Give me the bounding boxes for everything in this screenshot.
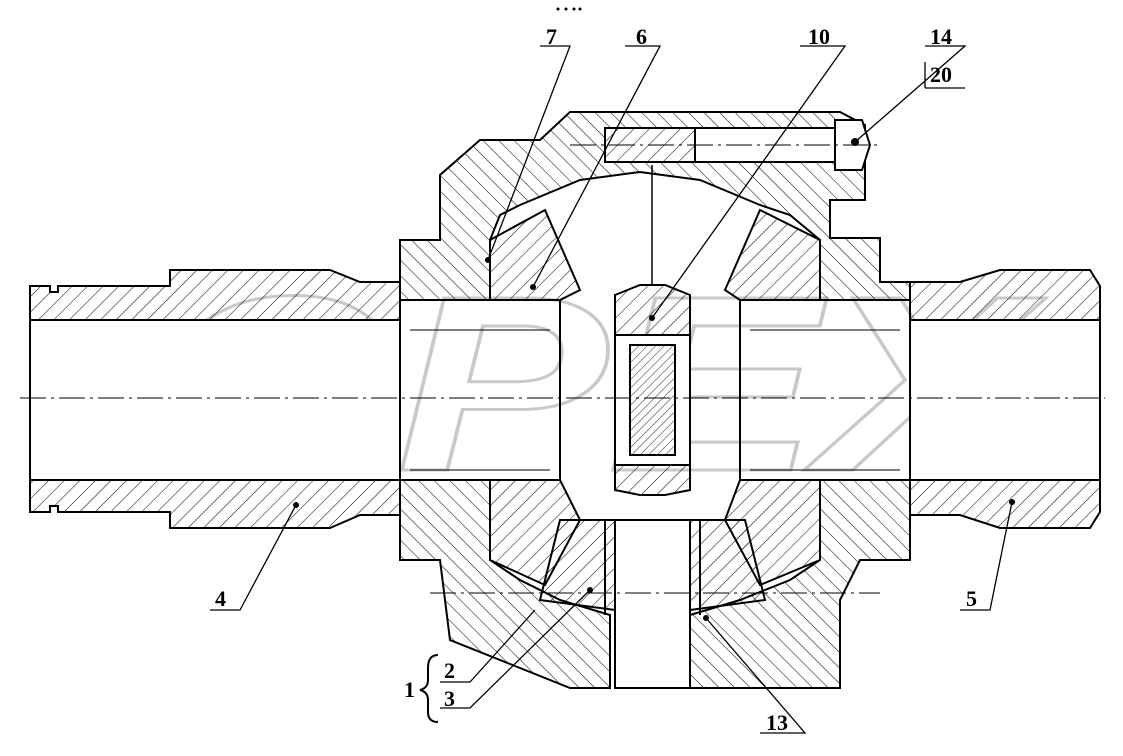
callout-13: 13 — [766, 710, 788, 735]
leader-dots — [293, 257, 1015, 621]
leader-lines — [210, 45, 1013, 734]
inner-bore — [399, 299, 911, 481]
right-axle-shaft — [909, 269, 1101, 529]
callout-20: 20 — [930, 62, 952, 87]
header-mark — [556, 7, 582, 11]
callout-1: 1 — [404, 677, 415, 702]
callout-2: 2 — [444, 658, 455, 683]
callout-7: 7 — [546, 24, 557, 49]
callout-10: 10 — [808, 24, 830, 49]
callout-6: 6 — [636, 24, 647, 49]
differential-case-lower — [399, 479, 911, 689]
left-axle-shaft — [29, 269, 401, 529]
pinion-gears — [538, 519, 767, 689]
callout-14: 14 — [930, 24, 952, 49]
spider-shaft — [614, 165, 691, 496]
callout-3: 3 — [444, 686, 455, 711]
callout-labels: 7 6 10 14 20 4 5 1 2 3 13 — [215, 24, 977, 735]
group-brace — [419, 654, 439, 723]
callout-4: 4 — [215, 586, 226, 611]
callout-5: 5 — [966, 586, 977, 611]
